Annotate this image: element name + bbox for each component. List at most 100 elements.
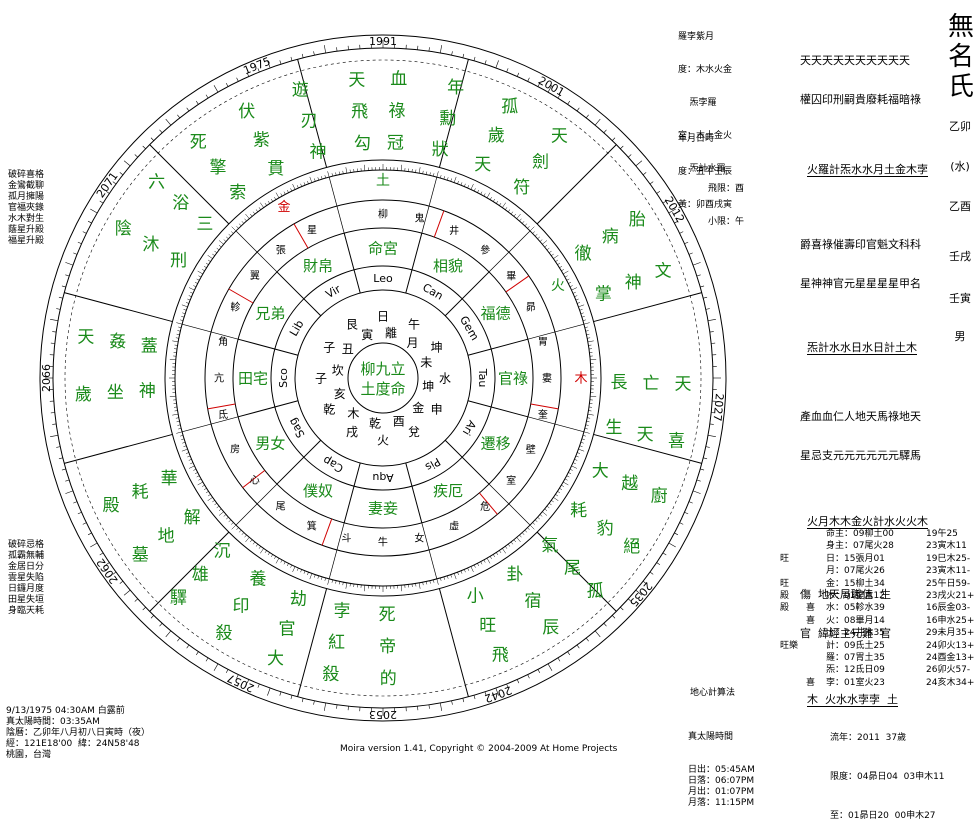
- planet-sign: 24卯火13+: [926, 641, 974, 651]
- year-tick: [226, 669, 228, 673]
- name-title: 無名氏: [946, 12, 976, 102]
- star-char: 絕: [623, 537, 640, 557]
- palace-divider: [64, 293, 172, 322]
- degree-tick: [242, 221, 244, 223]
- degree-tick: [197, 279, 200, 280]
- degree-tick: [170, 396, 176, 397]
- year-tick: [267, 688, 270, 696]
- name-title-char: 無: [946, 12, 976, 42]
- degree-tick: [253, 542, 255, 544]
- year-tick: [689, 502, 693, 503]
- degree-tick: [477, 190, 478, 193]
- degree-tick: [291, 188, 292, 191]
- degree-tick: [231, 522, 233, 524]
- inner-char: 丑: [342, 342, 354, 356]
- degree-tick: [182, 305, 188, 307]
- star-char: 遊: [292, 81, 309, 101]
- star-char: 血: [390, 70, 407, 90]
- year-tick: [135, 155, 138, 158]
- degree-tick: [538, 237, 540, 239]
- degree-tick: [583, 320, 586, 321]
- degree-tick: [545, 245, 547, 247]
- star-char: 勳: [439, 109, 456, 129]
- degree-tick: [587, 338, 590, 339]
- degree-tick: [484, 560, 485, 563]
- degree-tick: [527, 226, 529, 228]
- year-label: 2042: [483, 683, 514, 705]
- year-tick: [73, 253, 77, 254]
- degree-tick: [578, 305, 584, 307]
- degree-tick: [245, 219, 247, 221]
- year-tick: [90, 209, 97, 213]
- mansion-divider: [236, 231, 277, 272]
- mansion-label: 鬼: [415, 212, 425, 225]
- year-tick: [65, 262, 73, 265]
- palace-label: 遷移: [481, 434, 511, 452]
- mansion-label: 翼: [250, 270, 260, 282]
- degree-tick: [561, 269, 564, 271]
- degree-tick: [577, 453, 580, 454]
- year-tick: [710, 332, 714, 333]
- planet-sign: 16申水25+: [926, 616, 974, 626]
- degree-tick: [490, 197, 492, 200]
- palace-label: 兄弟: [255, 304, 285, 322]
- star-char: 氣: [541, 536, 558, 556]
- star-char: 宿: [524, 591, 541, 611]
- star-char: 亡: [642, 374, 659, 394]
- mansion-label: 婁: [542, 372, 552, 385]
- inner-divider: [344, 233, 360, 293]
- star-ring-outer: [165, 160, 601, 596]
- list-item: 官福夾錄: [8, 203, 44, 214]
- year-tick: [612, 615, 615, 618]
- degree-tick: [553, 255, 558, 258]
- year-tick: [595, 631, 600, 637]
- year-tick: [657, 563, 660, 565]
- year-label: 2027: [711, 393, 726, 422]
- mansion-label: 室: [506, 474, 516, 487]
- degree-tick: [588, 414, 594, 415]
- year-tick: [151, 615, 154, 618]
- year-tick: [314, 701, 315, 705]
- degree-tick: [522, 533, 524, 535]
- star-char: 死: [379, 605, 396, 625]
- star-char: 尾: [564, 559, 581, 579]
- inner-divider: [406, 233, 422, 293]
- mansion-label: 井: [449, 224, 459, 237]
- degree-tick: [177, 421, 180, 422]
- mansion-divider: [489, 484, 530, 525]
- palace-label: 疾厄: [433, 482, 463, 500]
- degree-tick: [484, 193, 485, 196]
- degree-tick: [557, 263, 560, 265]
- degree-tick: [547, 506, 549, 508]
- degree-tick: [549, 251, 551, 253]
- degree-tick: [276, 193, 279, 198]
- palace-divider: [64, 434, 172, 463]
- year-tick: [620, 607, 623, 610]
- panel-row: 火羅計炁水水月土金木孛: [807, 163, 928, 177]
- inner-char: 午: [408, 318, 420, 332]
- degree-tick: [178, 428, 181, 429]
- year-tick: [604, 130, 607, 133]
- year-tick: [90, 543, 97, 547]
- mansion-label: 虛: [449, 519, 459, 532]
- astrology-wheel: 血年孤天胎文天喜廚絕孤辰飛的殺大殺驛墓殿歲天陰六死伏遊天祿勳歲劍病神亡天越豹尾宿…: [0, 0, 770, 740]
- degree-tick: [219, 240, 224, 244]
- sign-label: Aqu: [372, 471, 393, 484]
- degree-tick: [195, 282, 198, 283]
- year-tick: [337, 705, 338, 709]
- degree-tick: [590, 359, 596, 360]
- star-char: 殺: [322, 665, 339, 685]
- degree-tick: [214, 251, 216, 253]
- year-tick: [196, 101, 198, 104]
- year-tick: [628, 155, 631, 158]
- inner-char: 月: [407, 336, 419, 350]
- degree-tick: [197, 476, 200, 477]
- year-tick: [577, 108, 579, 111]
- year-tick: [62, 286, 66, 287]
- panel-row: 炁計水水日水日計土木: [807, 341, 917, 355]
- inner-char: 戌: [346, 425, 358, 439]
